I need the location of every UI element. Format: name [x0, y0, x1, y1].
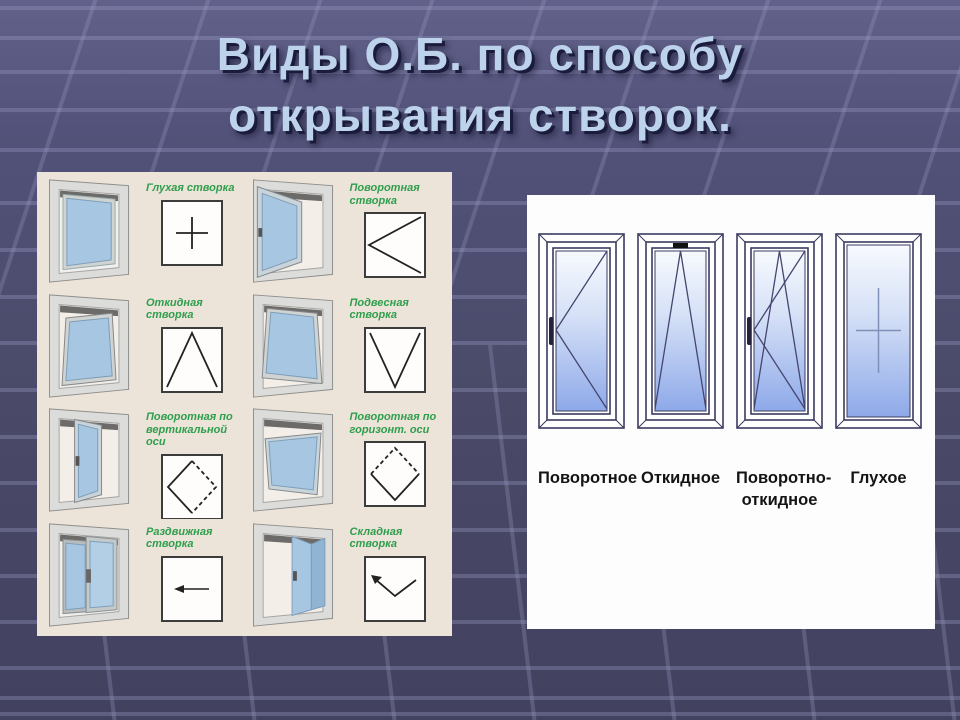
scheme-turn-window-icon — [538, 233, 625, 429]
scheme-tilt-window-icon — [637, 233, 724, 429]
sash-label: Глухая створка — [146, 182, 235, 194]
turn-left-symbol-icon — [364, 212, 427, 279]
sash-label: Складная створка — [349, 525, 403, 551]
pivot-vertical-symbol-icon — [160, 453, 223, 519]
sash-cell-turn: Поворотная створка — [245, 175, 449, 290]
tilt-up-symbol-icon — [160, 326, 223, 393]
scheme-labels-row: Поворотное Откидное Поворотно-откидное Г… — [527, 467, 935, 512]
pivot-horizontal-symbol-icon — [364, 441, 427, 508]
scheme-label-tilt: Откидное — [640, 469, 720, 487]
fixed-cross-symbol-icon — [160, 199, 223, 266]
slide-title: Виды О.Б. по способу открывания створок. — [0, 24, 960, 146]
sash-label: Поворотная створка — [349, 182, 420, 207]
sash-label: Раздвижная створка — [146, 525, 213, 551]
scheme-turn-tilt-window-icon — [736, 233, 823, 429]
opening-schemes-image: Поворотное Откидное Поворотно-откидное Г… — [527, 195, 935, 629]
scheme-label-turn: Поворотное — [538, 469, 637, 487]
hung-down-symbol-icon — [364, 326, 427, 393]
window-photo-fixed-icon — [49, 179, 130, 283]
sash-cell-pivot-horizontal: Поворотная по горизонт. оси — [245, 404, 449, 519]
sash-cell-tilt: Откидная створка — [41, 290, 245, 405]
sash-label: Откидная створка — [146, 296, 203, 322]
sash-label: Подвесная створка — [349, 296, 409, 322]
scheme-label-turn-tilt: Поворотно-откидное — [736, 469, 832, 510]
window-photo-hung-icon — [252, 293, 333, 398]
slide-left-arrow-symbol-icon — [160, 555, 223, 622]
scheme-windows-row — [538, 233, 922, 429]
sash-cell-folding: Складная створка — [245, 519, 449, 634]
window-photo-tilt-icon — [49, 293, 130, 398]
slide-title-line1: Виды О.Б. по способу — [216, 28, 744, 80]
window-photo-pivot-horizontal-icon — [252, 408, 333, 512]
sash-cell-fixed: Глухая створка — [41, 175, 245, 290]
window-photo-folding-icon — [252, 522, 333, 627]
sash-cell-pivot-vertical: Поворотная по вертикальной оси — [41, 404, 245, 519]
window-photo-pivot-vertical-icon — [49, 408, 130, 512]
sash-label: Поворотная по вертикальной оси — [146, 411, 233, 449]
sash-label: Поворотная по горизонт. оси — [349, 411, 437, 436]
sash-cell-hung: Подвесная створка — [245, 290, 449, 405]
sash-cell-sliding: Раздвижная створка — [41, 519, 245, 634]
scheme-fixed-window-icon — [835, 233, 922, 429]
sash-types-table-image: Глухая створка Поворотная створка — [37, 172, 452, 636]
scheme-label-fixed: Глухое — [850, 469, 907, 487]
window-photo-turn-icon — [252, 179, 333, 283]
slide-title-line2: открывания створок. — [228, 89, 732, 141]
fold-chevron-symbol-icon — [364, 555, 427, 622]
window-photo-sliding-icon — [49, 522, 130, 627]
